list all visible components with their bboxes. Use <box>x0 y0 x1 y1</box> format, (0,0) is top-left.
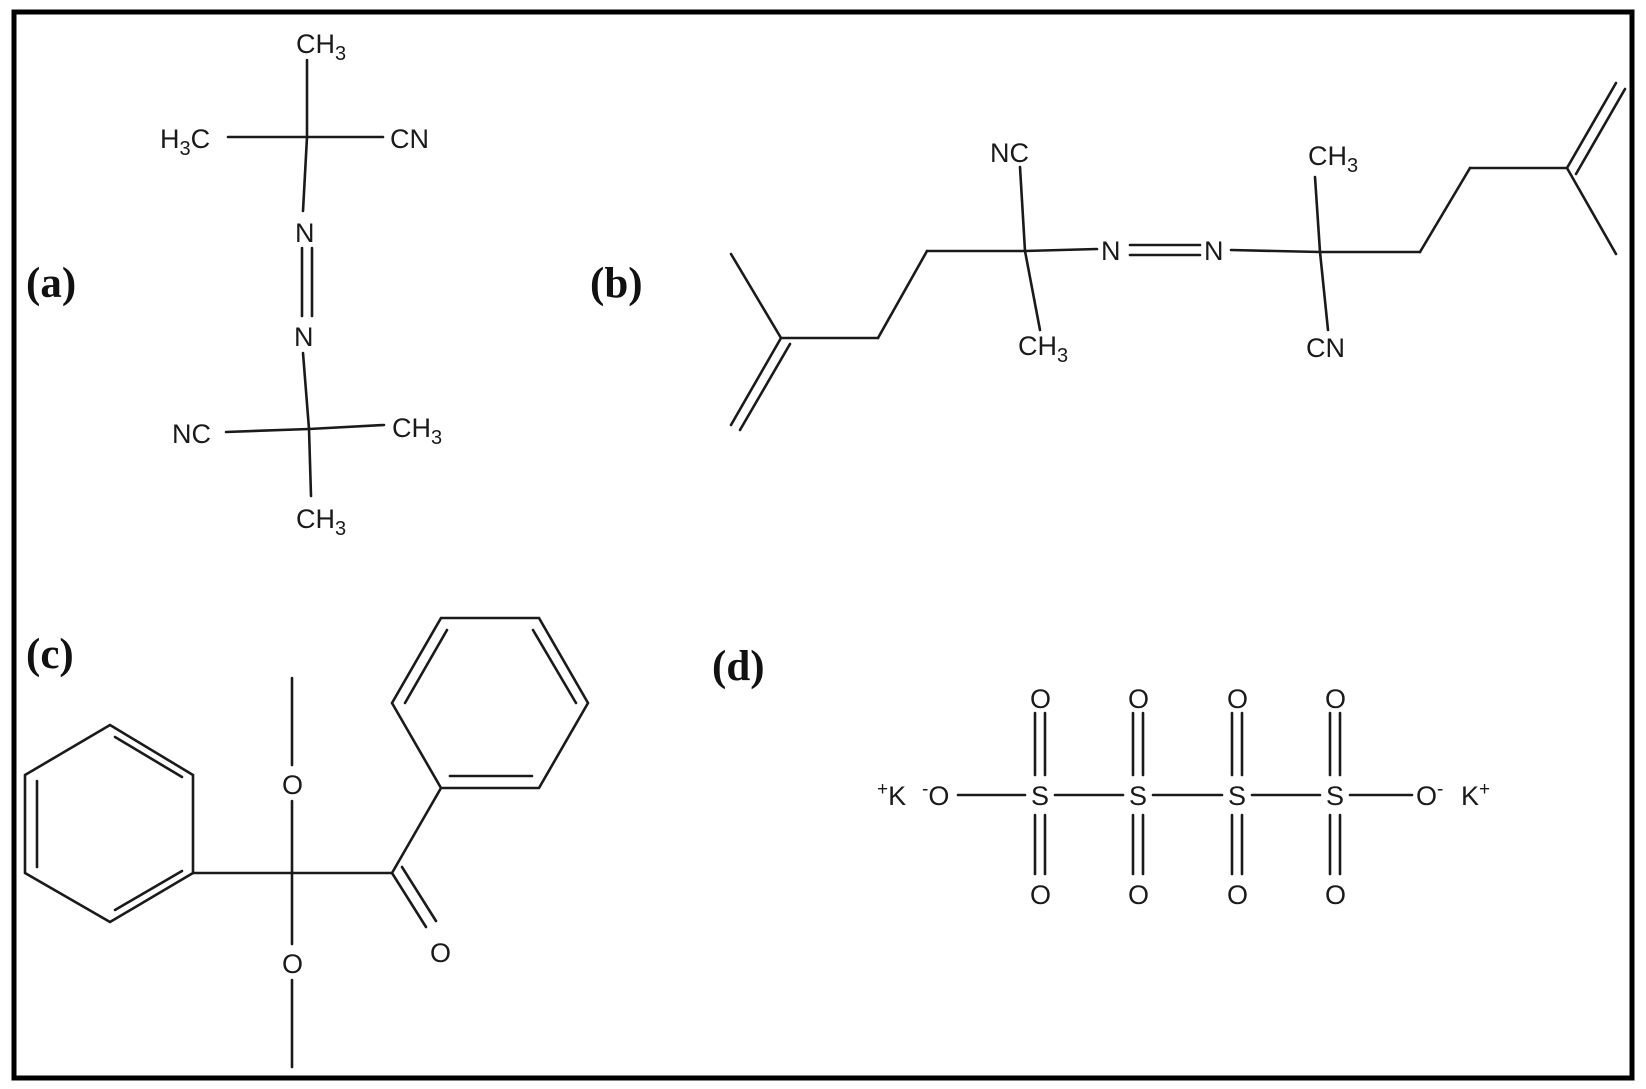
panel-c: (c) O O O <box>23 616 590 1069</box>
atom-label: -O <box>922 779 949 811</box>
atom-label: O <box>1128 684 1149 714</box>
atom-label: H3C <box>160 124 210 160</box>
bond <box>403 628 449 705</box>
bond <box>400 865 438 923</box>
atom-label: CH3 <box>296 29 346 65</box>
atom-label: K+ <box>1461 779 1490 811</box>
atom-label: N <box>1101 236 1121 266</box>
atom-label: CN <box>390 124 429 154</box>
atom-label: O <box>1227 684 1248 714</box>
atom-label: S <box>1129 781 1147 811</box>
atom-label: O- <box>1416 779 1443 811</box>
atom-label: S <box>1031 781 1049 811</box>
panel-c-bonds <box>23 616 590 1069</box>
bond <box>23 723 195 924</box>
atom-label: CH3 <box>1308 141 1358 177</box>
bond <box>1023 249 1042 332</box>
panel-b: (b) NC <box>590 81 1627 432</box>
atom-label: CH3 <box>392 413 442 449</box>
bond <box>1229 248 1322 254</box>
bond <box>301 135 309 213</box>
atom-label: O <box>282 949 303 979</box>
atom-label: N <box>1204 236 1224 266</box>
atom-label: O <box>1325 684 1346 714</box>
bond <box>729 336 783 427</box>
atom-label: N <box>294 322 314 352</box>
bond <box>1313 175 1322 254</box>
atom-label: CH3 <box>1018 331 1068 367</box>
bond <box>113 735 184 779</box>
panel-b-bonds <box>729 81 1627 432</box>
bond <box>390 871 428 929</box>
panel-d-bonds <box>956 711 1414 876</box>
atom-label: O <box>282 770 303 800</box>
atom-label: CH3 <box>296 504 346 540</box>
bond <box>1565 81 1618 170</box>
atom-label: NC <box>990 138 1029 168</box>
figure-border <box>11 9 1635 1081</box>
bond <box>876 249 929 340</box>
panel-label-b: (b) <box>590 260 643 307</box>
atom-label: O <box>1128 880 1149 910</box>
bond <box>301 351 311 431</box>
panel-a-bonds <box>224 58 386 498</box>
bond <box>390 616 590 790</box>
atom-label: CN <box>1306 333 1345 363</box>
panel-label-a: (a) <box>26 260 76 307</box>
atom-label: N <box>295 218 315 248</box>
atom-label: O <box>1227 880 1248 910</box>
atom-label: S <box>1228 781 1246 811</box>
bond <box>1418 166 1472 254</box>
atom-label: O <box>1030 684 1051 714</box>
atom-label: NC <box>172 419 211 449</box>
bond <box>1574 87 1627 176</box>
bond <box>729 252 783 340</box>
bond <box>390 786 443 875</box>
atom-label: O <box>1325 880 1346 910</box>
bond <box>224 427 311 434</box>
panel-d: (d) <box>712 643 1490 910</box>
atom-label: +K <box>877 779 906 811</box>
panel-a: (a) CH3 H3C CN N N NC CH3 CH3 <box>26 29 442 540</box>
bond <box>307 423 386 431</box>
bond <box>531 628 578 705</box>
bond <box>1018 165 1027 253</box>
panel-label-c: (c) <box>26 631 74 678</box>
bond <box>307 427 313 498</box>
bond <box>1318 250 1330 332</box>
panel-label-d: (d) <box>712 643 765 690</box>
bond <box>113 869 184 912</box>
bond <box>738 342 792 432</box>
atom-label: S <box>1326 781 1344 811</box>
bond <box>1023 247 1099 253</box>
atom-label: O <box>430 938 451 968</box>
atom-label: O <box>1030 880 1051 910</box>
bond <box>1565 166 1618 256</box>
